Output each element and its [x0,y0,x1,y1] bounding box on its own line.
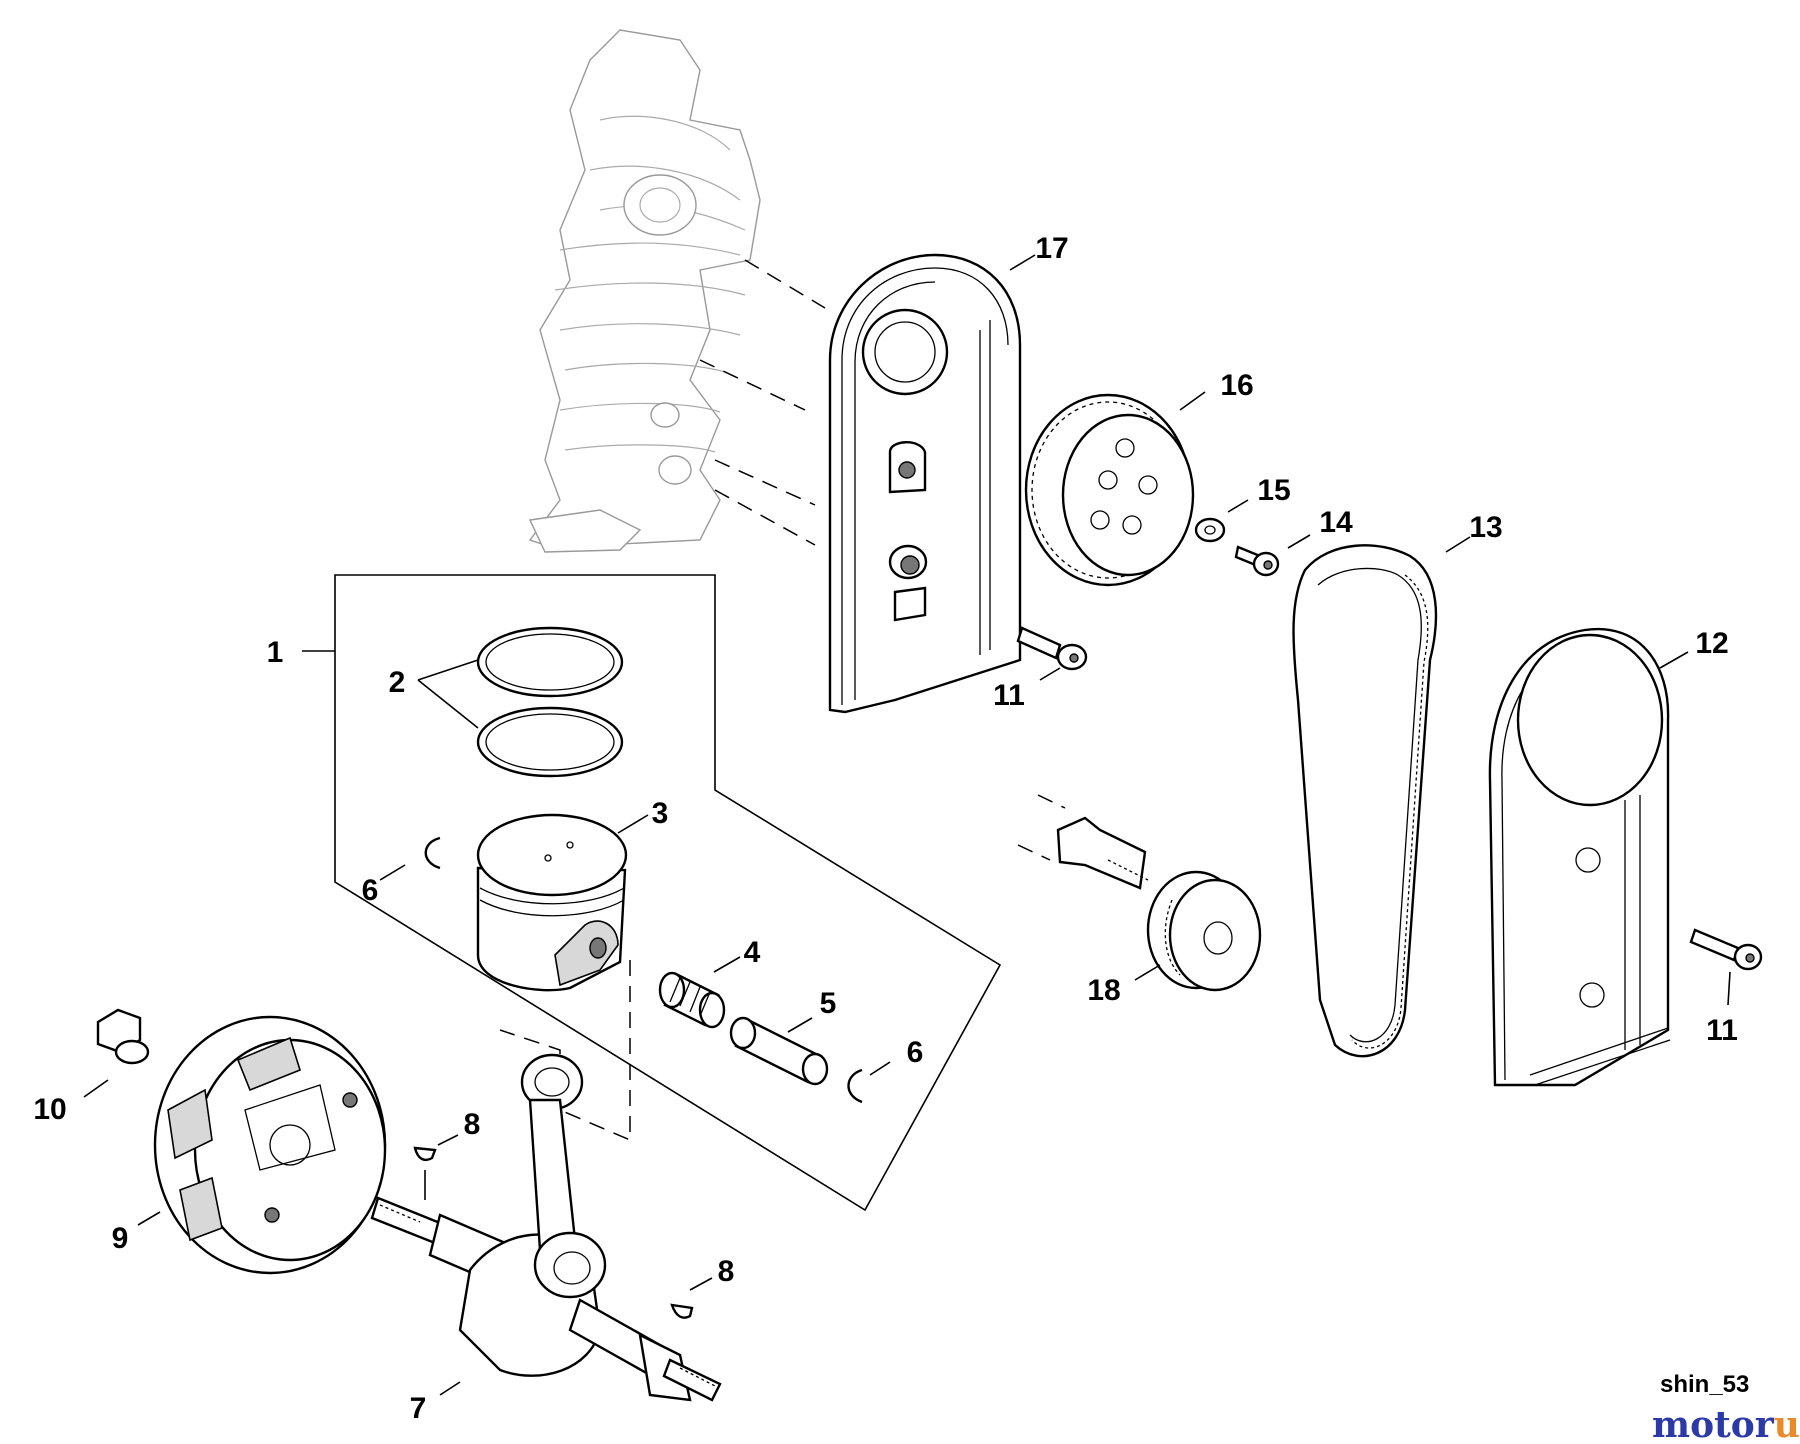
callout-2: 2 [389,666,406,699]
timing-belt [1292,544,1438,1058]
piston-kit-frame [334,574,1002,1212]
front-belt-cover [1488,627,1671,1087]
callout-11-right: 11 [1706,1014,1738,1047]
piston-pin [729,1016,829,1086]
callout-11-left: 11 [993,679,1025,712]
callout-7: 7 [410,1392,427,1425]
callout-9: 9 [112,1222,129,1255]
timing-pulley-large [1024,393,1195,587]
needle-bearing [658,971,726,1029]
brand-logo: motoruf.de [1652,1404,1800,1444]
rear-belt-cover [828,253,1022,714]
svg-text:motoruf.de: motoruf.de [1652,1404,1800,1444]
callouts: 1 2 3 4 5 6 6 7 8 8 9 10 11 11 12 13 14 … [33,232,1738,1425]
callout-5: 5 [820,987,837,1020]
callout-1: 1 [267,636,284,669]
crank-stub [1017,794,1149,890]
circlip-right [847,1068,863,1104]
woodruff-key-upper [413,1146,437,1162]
alignment-lines-cylinder [699,259,826,546]
callout-18: 18 [1087,974,1120,1007]
bolt-cover-front [1689,928,1763,971]
callout-15: 15 [1257,474,1290,507]
callout-16: 16 [1220,369,1253,402]
flywheel [153,1015,387,1275]
callout-13: 13 [1469,511,1502,544]
alignment-lines-piston [499,960,631,1142]
callout-3: 3 [652,797,669,830]
cylinder-ghost-drawing [528,29,761,553]
piston-rings [476,626,624,778]
piston [476,813,628,992]
circlip-left [424,836,441,870]
woodruff-key-lower [670,1303,694,1319]
callout-10: 10 [33,1093,66,1126]
callout-6-right: 6 [907,1036,924,1069]
bolt-small [1234,545,1280,577]
diagram-reference-code: shin_53 [1660,1371,1749,1398]
callout-8-lower: 8 [718,1255,735,1288]
callout-17: 17 [1035,232,1068,265]
callout-6-left: 6 [362,874,379,907]
leader-lines [83,254,1731,1396]
callout-12: 12 [1695,627,1728,660]
callout-4: 4 [744,936,761,969]
flywheel-nut [96,1008,150,1065]
bolt-cover-rear [1016,626,1088,671]
washer [1194,517,1226,543]
callout-8-upper: 8 [464,1108,481,1141]
callout-14: 14 [1319,506,1353,539]
connecting-rod [520,1053,607,1299]
timing-pulley-small [1146,870,1262,992]
